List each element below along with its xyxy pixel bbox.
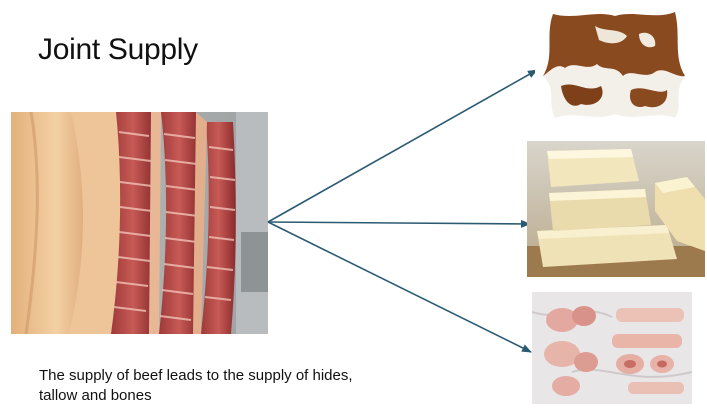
- bones-image: [532, 292, 692, 404]
- tallow-image: [527, 141, 705, 277]
- arrow-to-bones: [268, 222, 531, 352]
- arrow-to-hide: [268, 70, 537, 222]
- slide-caption: The supply of beef leads to the supply o…: [39, 366, 439, 406]
- arrow-to-tallow: [268, 222, 530, 224]
- caption-line-2: tallow and bones: [39, 386, 439, 406]
- caption-line-1: The supply of beef leads to the supply o…: [39, 366, 439, 386]
- cowhide-image: [535, 6, 691, 124]
